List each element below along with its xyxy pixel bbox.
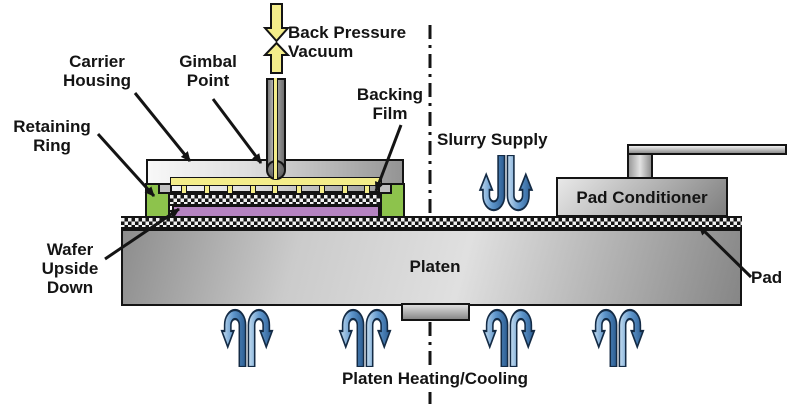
slurry-supply-label: Slurry Supply <box>437 130 548 149</box>
manifold-tooth-center <box>272 185 278 194</box>
heating-flow-arrow-1 <box>220 308 274 367</box>
heating-flow-arrow-3 <box>482 308 536 367</box>
back-pressure-vacuum-arrows <box>262 3 291 74</box>
housing-lip-left <box>158 183 172 194</box>
vacuum-label: Vacuum <box>288 42 354 61</box>
heating-flow-arrow-2 <box>338 308 392 367</box>
wafer-upside-down-label: Wafer Upside Down <box>41 240 99 297</box>
heating-flow-arrow-4 <box>591 308 645 367</box>
pad-conditioner-body: Pad Conditioner <box>556 177 728 217</box>
polishing-pad <box>121 216 742 229</box>
back-pressure-label: Back Pressure Vacuum <box>288 23 407 61</box>
pad-label: Pad <box>751 268 783 287</box>
carrier-housing-label: Carrier Housing <box>63 52 131 90</box>
slurry-flow-arrows <box>479 155 533 212</box>
pad-conditioner-label: Pad Conditioner <box>576 188 708 207</box>
pad-conditioner-arm <box>627 144 787 155</box>
platen-body <box>121 229 742 306</box>
backing-film-label: Backing Film <box>356 85 424 123</box>
retaining-ring-label: Retaining Ring <box>13 117 91 155</box>
platen-heating-cooling-label: Platen Heating/Cooling <box>341 369 529 388</box>
wafer <box>172 205 380 218</box>
platen-label: Platen <box>409 257 461 276</box>
gimbal-point-label: Gimbal Point <box>179 52 237 90</box>
pressure-channel <box>273 78 278 179</box>
platen-spindle <box>401 303 470 321</box>
pad-conditioner-shaft <box>627 152 653 180</box>
